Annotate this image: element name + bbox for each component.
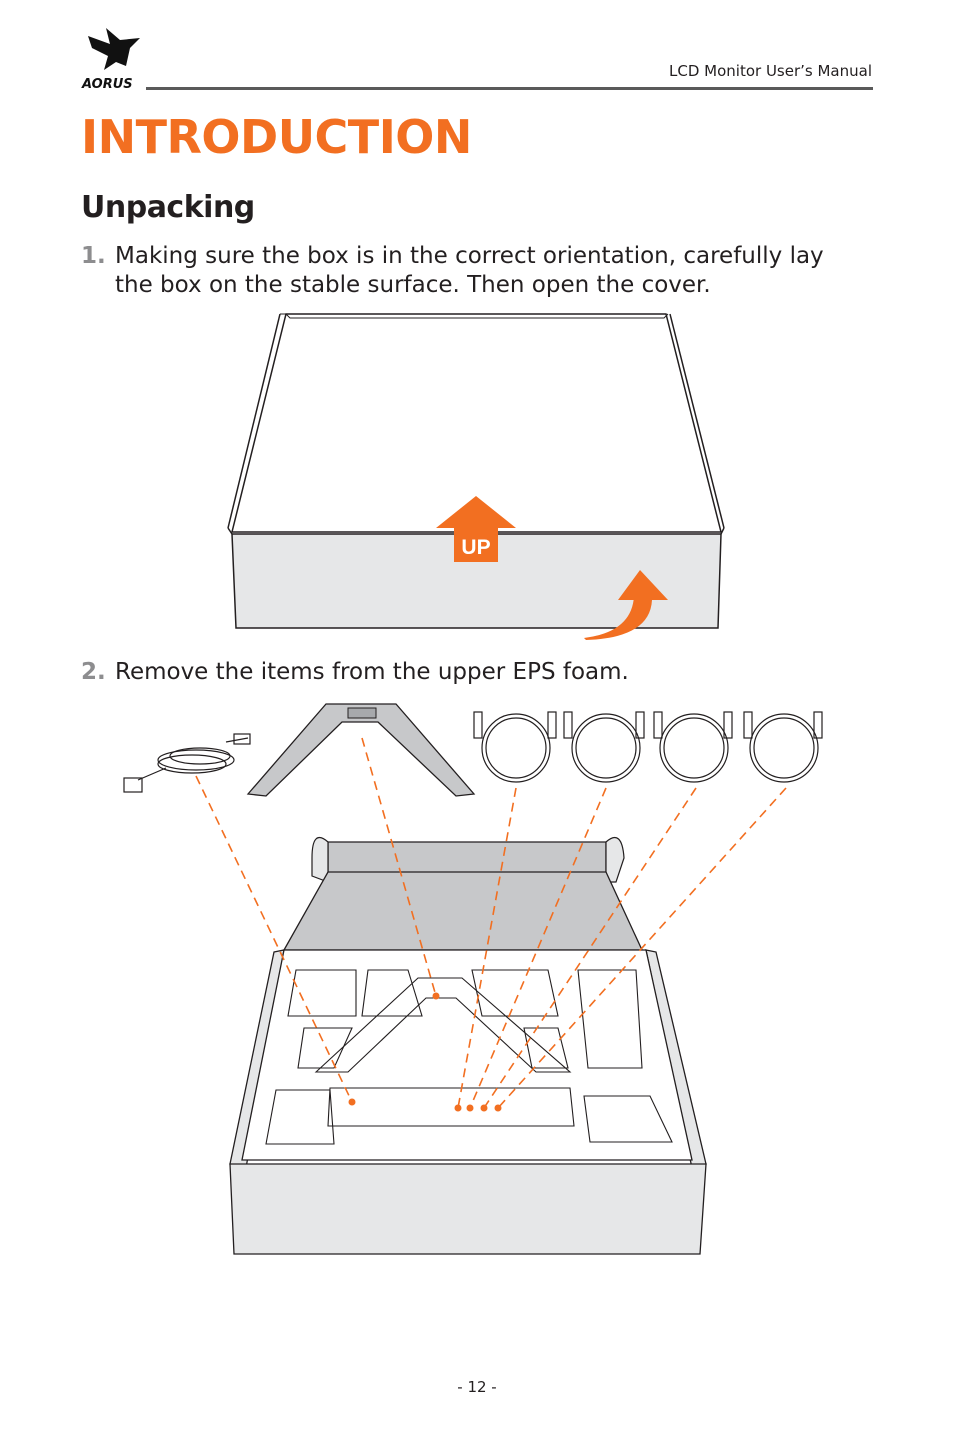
header-rule	[146, 87, 873, 90]
step-1-text: Making sure the box is in the correct or…	[115, 243, 824, 298]
step-2: 2. Remove the items from the upper EPS f…	[81, 658, 861, 690]
guide-line-cord	[195, 775, 353, 1103]
open-lid-arrow-icon	[584, 570, 668, 640]
step-2-text: Remove the items from the upper EPS foam…	[115, 659, 629, 685]
guide-line-cable-4	[497, 787, 787, 1109]
step-1: 1. Making sure the box is in the correct…	[81, 242, 861, 302]
box-closed-illustration: UP	[224, 308, 730, 648]
box-lid-top	[231, 313, 722, 533]
page-number: - 12 -	[457, 1378, 497, 1396]
cable-bundle-1-icon	[473, 711, 557, 783]
brand-text: AORUS	[81, 77, 133, 90]
guide-line-cable-1	[457, 787, 517, 1109]
aorus-logo: AORUS	[80, 22, 144, 92]
page-title: INTRODUCTION	[81, 110, 472, 164]
step-1-number: 1.	[81, 243, 106, 269]
box-front-face-2	[229, 1163, 707, 1255]
guide-line-cable-2	[469, 787, 607, 1109]
cable-bundle-2-icon	[563, 711, 645, 783]
manual-title: LCD Monitor User’s Manual	[669, 62, 872, 80]
box-front-face	[231, 533, 722, 629]
up-label: UP	[461, 536, 490, 559]
cable-bundle-4-icon	[743, 711, 823, 783]
box-open-illustration	[116, 698, 836, 1263]
stand-base-icon	[246, 703, 476, 797]
cable-bundle-3-icon	[653, 711, 733, 783]
up-arrow-icon: UP	[436, 496, 516, 562]
section-title: Unpacking	[81, 190, 255, 225]
guide-line-cable-3	[483, 787, 697, 1109]
power-cord-icon	[123, 733, 251, 793]
step-2-number: 2.	[81, 659, 106, 685]
box-inner-wall	[282, 871, 644, 951]
